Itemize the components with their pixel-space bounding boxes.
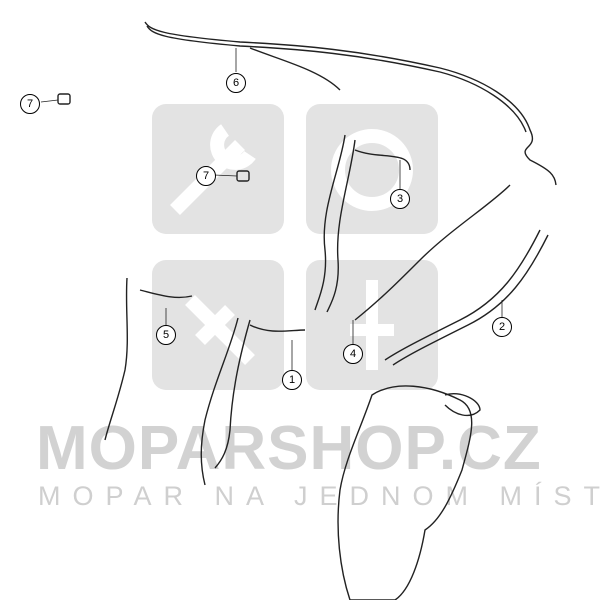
watermark-subtitle: MOPAR NA JEDNOM MÍSTĚ: [38, 481, 600, 511]
callout-7-center[interactable]: 7: [196, 166, 216, 186]
piston-icon: [185, 295, 255, 365]
connector-7-left: [57, 93, 71, 105]
watermark-title: MOPARSHOP.CZ: [36, 414, 542, 483]
callout-4[interactable]: 4: [343, 344, 363, 364]
gear-icon: [331, 129, 413, 211]
reservoir-pump: [444, 393, 481, 417]
callout-3[interactable]: 3: [390, 189, 410, 209]
hose-6-inner: [146, 25, 527, 133]
hose-3: [314, 134, 411, 313]
leader-lines: [40, 48, 503, 372]
callout-7-left[interactable]: 7: [20, 94, 40, 114]
callout-5[interactable]: 5: [156, 325, 176, 345]
washer-reservoir: [337, 385, 473, 600]
spark-plug-icon: [350, 280, 394, 370]
connector-7-center: [236, 170, 250, 182]
hose-4: [354, 184, 511, 321]
callout-6[interactable]: 6: [226, 73, 246, 93]
hose-6: [144, 21, 557, 186]
hose-2: [384, 229, 549, 366]
callout-1[interactable]: 1: [282, 370, 302, 390]
callout-2[interactable]: 2: [492, 317, 512, 337]
hose-1: [200, 317, 306, 486]
hose-5: [104, 277, 193, 441]
hose-6-branch: [249, 47, 341, 91]
